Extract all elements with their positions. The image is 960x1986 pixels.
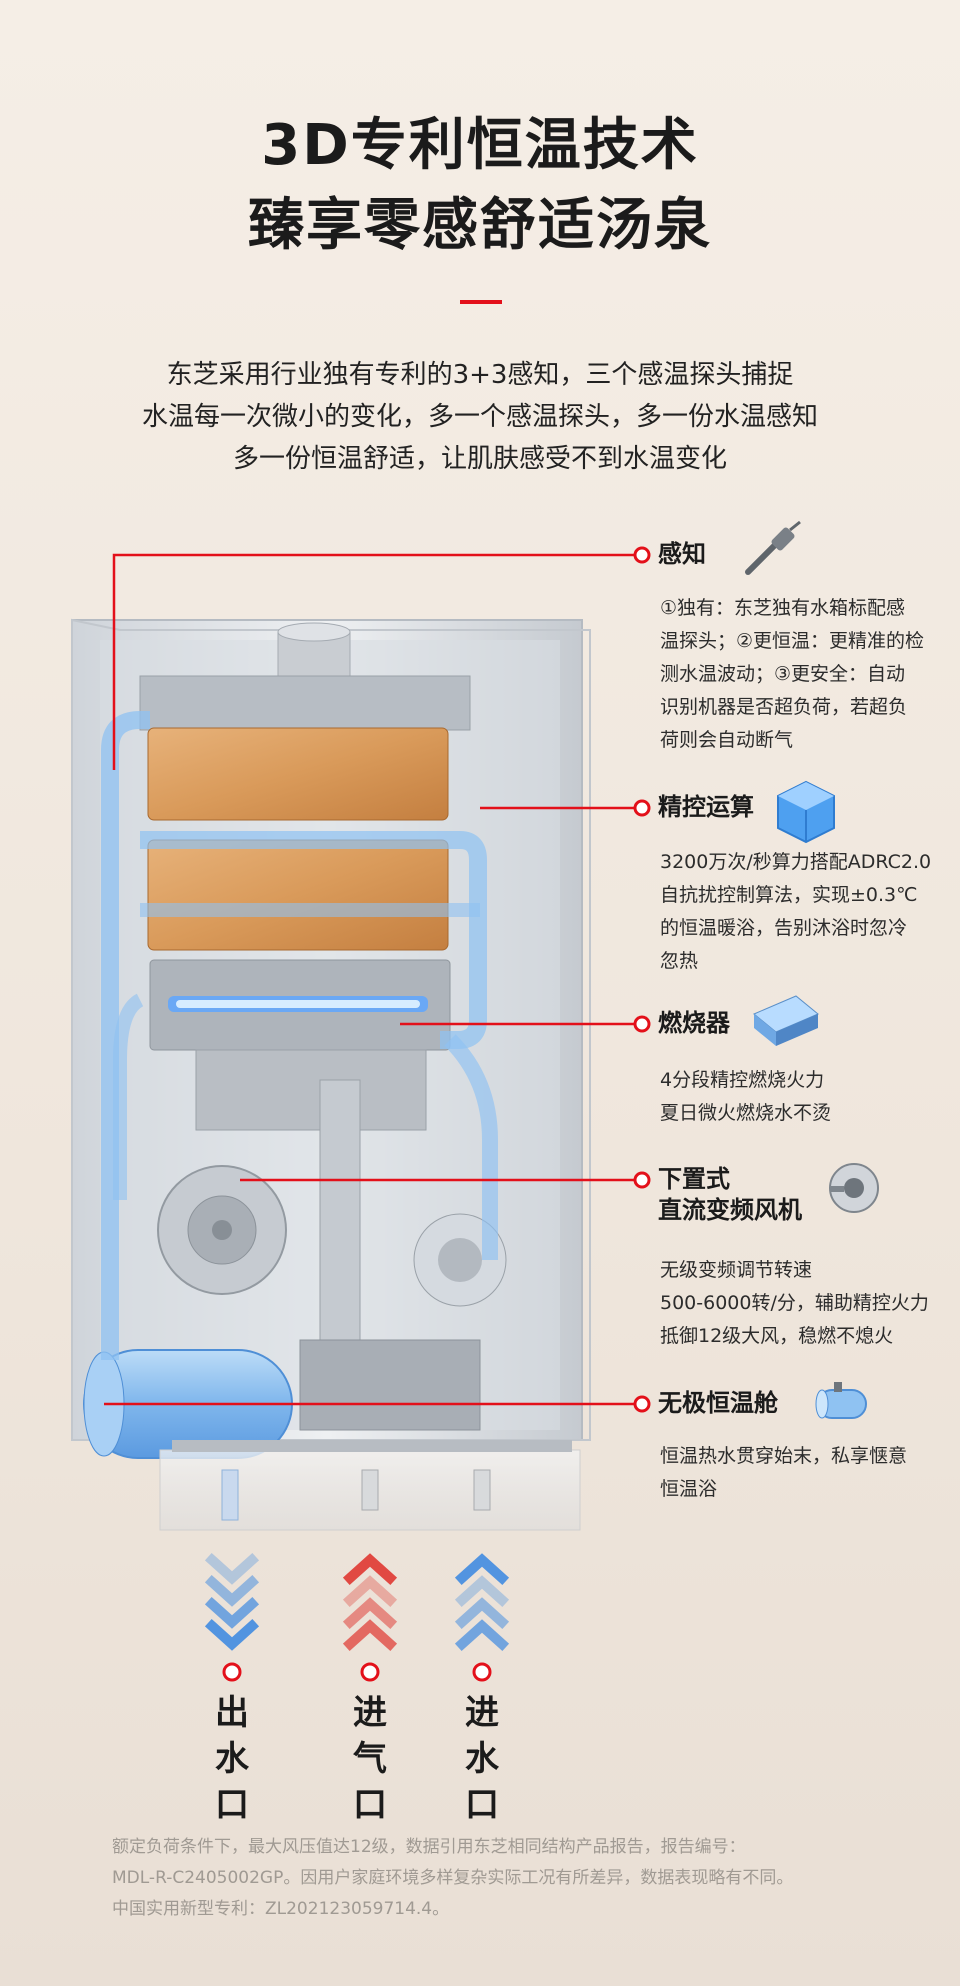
water-inlet-arrow <box>454 1553 510 1652</box>
feature-sensing-title: 感知 <box>658 540 706 568</box>
fan-icon <box>829 1163 879 1213</box>
feature-burner-title: 燃烧器 <box>658 1009 730 1037</box>
feature-sensing-desc: ①独有：东芝独有水箱标配感 温探头；②更恒温：更精准的检 测水温波动；③更安全：… <box>660 597 925 751</box>
port-label-gas-inlet: 进 气 口 <box>353 1693 387 1825</box>
intro-line-3: 多一份恒温舒适，让肌肤感受不到水温变化 <box>232 444 727 474</box>
footnote-line-1: 额定负荷条件下，最大风压值达12级，数据引用东芝相同结构产品报告，报告编号： <box>112 1837 746 1857</box>
footnote-line-2: MDL-R-C2405002GP。因用户家庭环境多样复杂实际工况有所差异，数据表… <box>112 1868 794 1888</box>
gas-inlet-arrow <box>342 1553 398 1652</box>
thermostat-tank-icon <box>815 1382 867 1419</box>
headline-line-2: 臻享零感舒适汤泉 <box>248 193 712 258</box>
headline-line-1: 3D专利恒温技术 <box>261 113 699 178</box>
outlet-water-arrow <box>204 1552 260 1651</box>
feature-fan-title: 下置式 直流变频风机 <box>658 1165 802 1225</box>
feature-precision-compute-title: 精控运算 <box>658 793 754 821</box>
feature-thermostat-tank-desc: 恒温热水贯穿始末，私享惬意 恒温浴 <box>660 1445 908 1500</box>
burner-icon <box>753 995 819 1046</box>
intro-line-1: 东芝采用行业独有专利的3+3感知，三个感温探头捕捉 <box>166 360 794 390</box>
footnote-line-3: 中国实用新型专利：ZL202123059714.4。 <box>112 1899 450 1919</box>
feature-precision-compute-desc: 3200万次/秒算力搭配ADRC2.0 自抗扰控制算法，实现±0.3℃ 的恒温暖… <box>660 851 932 972</box>
intro-line-2: 水温每一次微小的变化，多一个感温探头，多一份水温感知 <box>141 402 818 432</box>
port-label-water-outlet: 出 水 口 <box>215 1693 249 1825</box>
temperature-probe-icon <box>745 520 801 575</box>
feature-thermostat-tank-title: 无极恒温舱 <box>658 1389 778 1417</box>
port-label-water-inlet: 进 水 口 <box>465 1693 499 1825</box>
feature-fan-desc: 无级变频调节转速 500-6000转/分，辅助精控火力 抵御12级大风，稳燃不熄… <box>660 1259 929 1347</box>
accent-divider <box>460 300 502 304</box>
chip-cube-icon <box>777 780 835 844</box>
feature-burner-desc: 4分段精控燃烧火力 夏日微火燃烧水不烫 <box>660 1069 832 1124</box>
